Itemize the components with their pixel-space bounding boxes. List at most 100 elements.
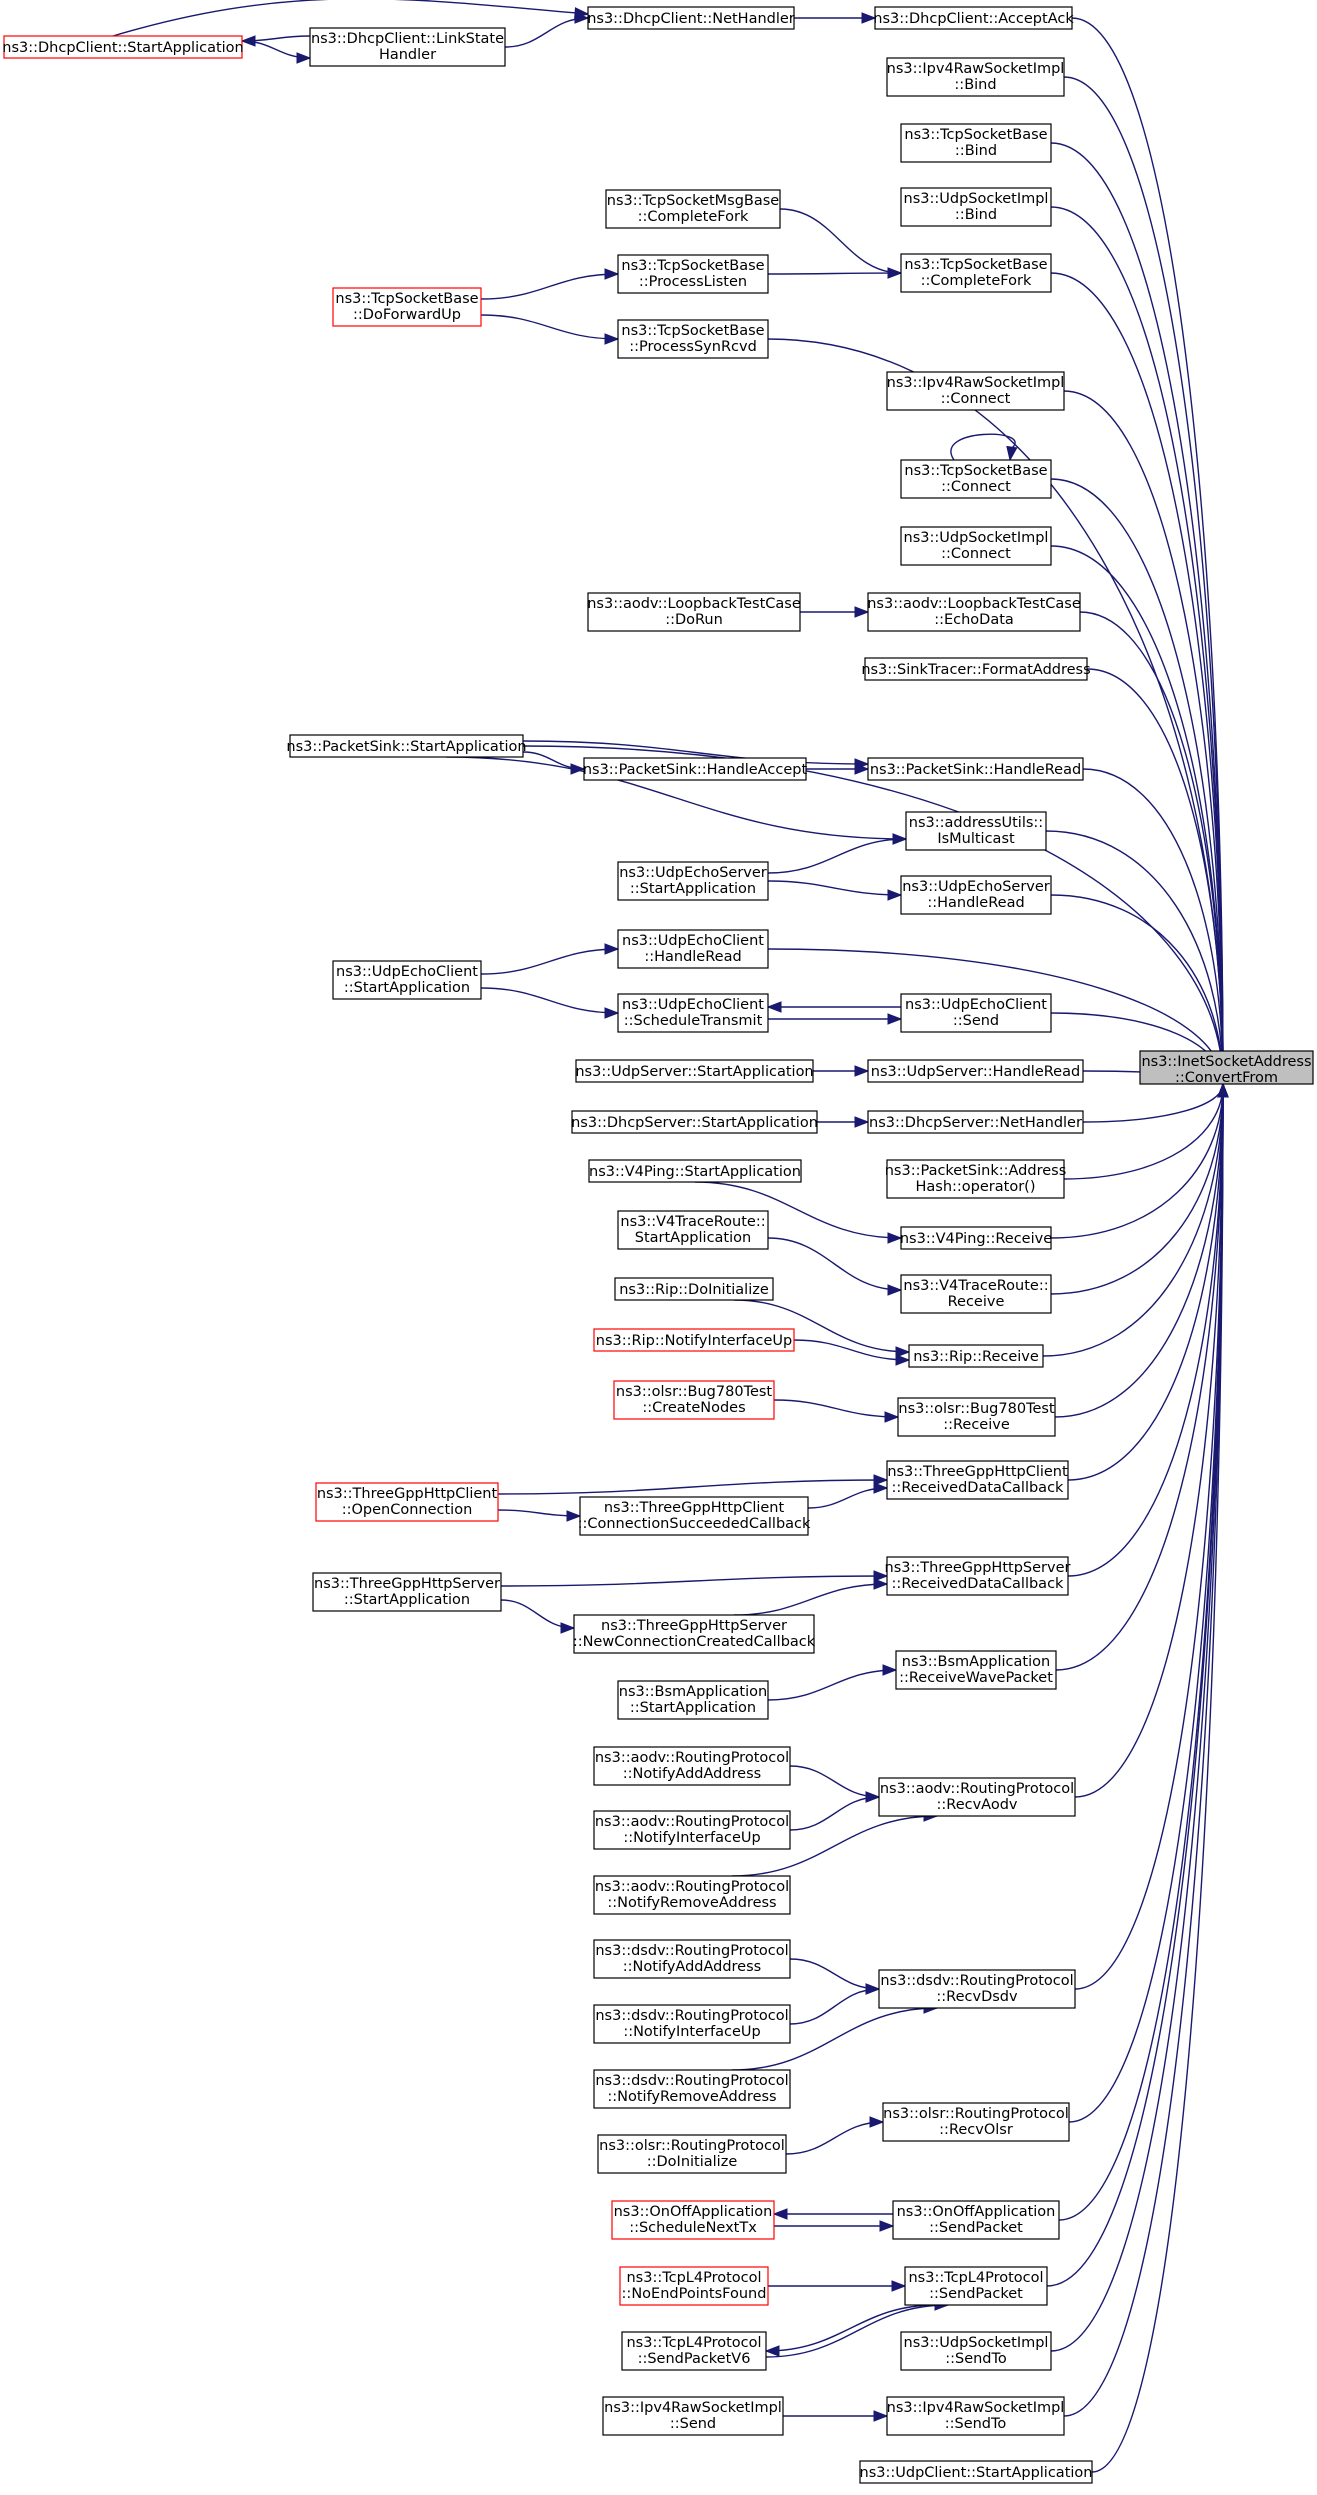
- node-bug780-createnodes[interactable]: ns3::olsr::Bug780Test::CreateNodes: [613, 1380, 775, 1420]
- node-udpechoserver-handleread[interactable]: ns3::UdpEchoServer::HandleRead: [900, 875, 1052, 915]
- edge-olsr-recvolsr-to-root: [1068, 1082, 1229, 2123]
- node-addressutils-ismulticast-label: IsMulticast: [937, 831, 1015, 847]
- node-bsm-startapp[interactable]: ns3::BsmApplication::StartApplication: [617, 1680, 769, 1720]
- node-bug780-receive[interactable]: ns3::olsr::Bug780Test::Receive: [897, 1397, 1056, 1437]
- node-rip-notifyinterfaceup-label: ns3::Rip::NotifyInterfaceUp: [596, 1333, 792, 1349]
- node-ipv4raw-bind[interactable]: ns3::Ipv4RawSocketImpl::Bind: [886, 57, 1065, 97]
- node-udpechoserver-handleread-box: [900, 875, 1052, 915]
- node-ipv4raw-connect[interactable]: ns3::Ipv4RawSocketImpl::Connect: [886, 371, 1065, 411]
- node-udpechoclient-handleread-label: ns3::UdpEchoClient: [622, 933, 764, 949]
- node-dhcp-acceptack[interactable]: ns3::DhcpClient::AcceptAck: [873, 6, 1074, 30]
- node-aodv-notifyaddaddress[interactable]: ns3::aodv::RoutingProtocol::NotifyAddAdd…: [593, 1746, 791, 1786]
- node-onoff-sendpacket[interactable]: ns3::OnOffApplication::SendPacket: [892, 2200, 1060, 2240]
- node-udpechoclient-handleread[interactable]: ns3::UdpEchoClient::HandleRead: [617, 929, 769, 969]
- node-sinktracer-format-label: ns3::SinkTracer::FormatAddress: [861, 662, 1090, 678]
- node-tcpbase-processsynrcvd[interactable]: ns3::TcpSocketBase::ProcessSynRcvd: [617, 319, 769, 359]
- node-udpechoclient-startapp[interactable]: ns3::UdpEchoClient::StartApplication: [332, 960, 482, 1000]
- node-bsm-receivewave[interactable]: ns3::BsmApplication::ReceiveWavePacket: [895, 1650, 1057, 1690]
- node-aodv-loopback-echodata[interactable]: ns3::aodv::LoopbackTestCase::EchoData: [867, 592, 1081, 632]
- node-dsdv-recvdsdv[interactable]: ns3::dsdv::RoutingProtocol::RecvDsdv: [878, 1969, 1076, 2009]
- node-v4ping-receive[interactable]: ns3::V4Ping::Receive: [900, 1226, 1052, 1250]
- node-dsdv-notifyremoveaddress-label: ns3::dsdv::RoutingProtocol: [595, 2073, 788, 2089]
- node-udpserver-handleread[interactable]: ns3::UdpServer::HandleRead: [867, 1059, 1084, 1083]
- edge-dsdv-recvdsdv-to-root-line: [1074, 1083, 1224, 1990]
- node-v4ping-startapp[interactable]: ns3::V4Ping::StartApplication: [588, 1159, 802, 1183]
- node-aodv-loopback-dorun[interactable]: ns3::aodv::LoopbackTestCase::DoRun: [587, 592, 801, 632]
- edge-tcpl4-sendpacket-to-tcpl4-sendpacketv6-line: [765, 2304, 937, 2352]
- node-httpserver-startapp-label: ::StartApplication: [344, 1592, 470, 1608]
- node-dhcp-nethandler[interactable]: ns3::DhcpClient::NetHandler: [587, 6, 795, 30]
- edge-udpserver-startapp-to-udpserver-handleread: [813, 1065, 870, 1077]
- node-udpsock-connect[interactable]: ns3::UdpSocketImpl::Connect: [900, 526, 1052, 566]
- node-addressutils-ismulticast[interactable]: ns3::addressUtils::IsMulticast: [905, 811, 1047, 851]
- node-dhcpserver-startapp[interactable]: ns3::DhcpServer::StartApplication: [571, 1110, 818, 1134]
- node-udpclient-startapp[interactable]: ns3::UdpClient::StartApplication: [859, 2460, 1093, 2484]
- node-tcpbase-processlisten[interactable]: ns3::TcpSocketBase::ProcessListen: [617, 254, 769, 294]
- node-udpclient-startapp-box: [859, 2460, 1093, 2484]
- edge-udpechoclient-schedule-to-udpechoclient-send-arrowhead: [887, 1013, 903, 1025]
- node-dsdv-notifyinterfaceup[interactable]: ns3::dsdv::RoutingProtocol::NotifyInterf…: [593, 2004, 791, 2044]
- node-udpechoclient-send[interactable]: ns3::UdpEchoClient::Send: [900, 993, 1052, 1033]
- node-udpechoclient-schedule[interactable]: ns3::UdpEchoClient::ScheduleTransmit: [617, 993, 769, 1033]
- node-udpechoserver-handleread-label: ns3::UdpEchoServer: [902, 879, 1050, 895]
- node-packetsink-handleaccept[interactable]: ns3::PacketSink::HandleAccept: [583, 757, 808, 781]
- node-onoff-schedulenexttx[interactable]: ns3::OnOffApplication::ScheduleNextTx: [611, 2200, 775, 2240]
- node-udpechoclient-handleread-label: ::HandleRead: [644, 949, 741, 965]
- node-sinktracer-format[interactable]: ns3::SinkTracer::FormatAddress: [861, 657, 1091, 681]
- node-root[interactable]: ns3::InetSocketAddress::ConvertFrom: [1139, 1050, 1314, 1086]
- node-tcpl4-sendpacket[interactable]: ns3::TcpL4Protocol::SendPacket: [904, 2266, 1048, 2306]
- node-tcpmsg-completefork[interactable]: ns3::TcpSocketMsgBase::CompleteFork: [605, 189, 781, 229]
- node-dhcpserver-nethandler[interactable]: ns3::DhcpServer::NetHandler: [867, 1110, 1084, 1134]
- node-tcpbase-doforwardup[interactable]: ns3::TcpSocketBase::DoForwardUp: [332, 287, 482, 327]
- node-tcpl4-sendpacketv6-label: ::SendPacketV6: [638, 2351, 751, 2367]
- node-httpserver-newconn[interactable]: ns3::ThreeGppHttpServer::NewConnectionCr…: [573, 1614, 816, 1654]
- node-v4traceroute-receive[interactable]: ns3::V4TraceRoute::Receive: [900, 1274, 1052, 1314]
- node-tcpbase-completefork[interactable]: ns3::TcpSocketBase::CompleteFork: [900, 253, 1052, 293]
- node-udpsock-sendto[interactable]: ns3::UdpSocketImpl::SendTo: [900, 2331, 1052, 2371]
- node-dsdv-notifyremoveaddress[interactable]: ns3::dsdv::RoutingProtocol::NotifyRemove…: [593, 2069, 791, 2109]
- node-rip-notifyinterfaceup[interactable]: ns3::Rip::NotifyInterfaceUp: [593, 1328, 795, 1352]
- node-tcpl4-noendpoints[interactable]: ns3::TcpL4Protocol::NoEndPointsFound: [619, 2266, 769, 2306]
- edge-tcpbase-processsynrcvd-to-root-line: [767, 338, 1224, 1085]
- node-httpclient-connsucceeded[interactable]: ns3::ThreeGppHttpClient::ConnectionSucce…: [578, 1496, 811, 1536]
- node-packetsink-handleaccept-label: ns3::PacketSink::HandleAccept: [583, 762, 808, 778]
- node-aodv-recvaodv[interactable]: ns3::aodv::RoutingProtocol::RecvAodv: [878, 1777, 1076, 1817]
- node-v4traceroute-startapp[interactable]: ns3::V4TraceRoute::StartApplication: [617, 1210, 769, 1250]
- edge-dhcp-startapp-to-dhcp-nethandler: [112, 0, 590, 37]
- node-ipv4raw-send[interactable]: ns3::Ipv4RawSocketImpl::Send: [602, 2396, 784, 2436]
- node-ipv4raw-sendto[interactable]: ns3::Ipv4RawSocketImpl::SendTo: [886, 2396, 1065, 2436]
- node-olsr-doinitialize[interactable]: ns3::olsr::RoutingProtocol::DoInitialize: [597, 2134, 787, 2174]
- node-dsdv-notifyaddaddress[interactable]: ns3::dsdv::RoutingProtocol::NotifyAddAdd…: [593, 1939, 791, 1979]
- node-httpclient-openconnection[interactable]: ns3::ThreeGppHttpClient::OpenConnection: [315, 1482, 499, 1522]
- node-udpserver-startapp[interactable]: ns3::UdpServer::StartApplication: [575, 1059, 814, 1083]
- node-packetsink-handleread[interactable]: ns3::PacketSink::HandleRead: [867, 757, 1084, 781]
- node-packetsink-startapp[interactable]: ns3::PacketSink::StartApplication: [286, 734, 527, 758]
- node-aodv-notifyinterfaceup[interactable]: ns3::aodv::RoutingProtocol::NotifyInterf…: [593, 1810, 791, 1850]
- node-httpserver-startapp[interactable]: ns3::ThreeGppHttpServer::StartApplicatio…: [312, 1572, 502, 1612]
- node-root-box: [1139, 1050, 1314, 1085]
- node-tcpbase-doforwardup-label: ::DoForwardUp: [353, 307, 461, 323]
- node-tcpbase-processlisten-label: ::ProcessListen: [639, 274, 747, 290]
- edge-udpsock-sendto-to-root-line: [1050, 1083, 1224, 2352]
- node-httpclient-received[interactable]: ns3::ThreeGppHttpClient::ReceivedDataCal…: [886, 1460, 1069, 1500]
- node-tcpbase-bind[interactable]: ns3::TcpSocketBase::Bind: [900, 123, 1052, 163]
- node-udpechoserver-handleread-label: ::HandleRead: [927, 895, 1024, 911]
- node-httpclient-connsucceeded-box: [579, 1496, 809, 1536]
- edge-tcpbase-connect-to-tcpbase-connect-line: [950, 433, 1016, 461]
- node-udpsock-bind[interactable]: ns3::UdpSocketImpl::Bind: [900, 187, 1052, 227]
- node-udpechoserver-startapp[interactable]: ns3::UdpEchoServer::StartApplication: [617, 861, 769, 901]
- node-tcpl4-sendpacketv6[interactable]: ns3::TcpL4Protocol::SendPacketV6: [621, 2331, 767, 2371]
- node-aodv-notifyremoveaddress[interactable]: ns3::aodv::RoutingProtocol::NotifyRemove…: [593, 1875, 791, 1915]
- node-aodv-notifyaddaddress-box: [593, 1746, 791, 1786]
- edge-aodv-loopback-dorun-to-aodv-loopback-echodata: [800, 606, 870, 618]
- edge-aodv-notifyinterfaceup-to-aodv-recvaodv-arrowhead: [865, 1791, 881, 1803]
- node-dhcp-startapp[interactable]: ns3::DhcpClient::StartApplication: [2, 35, 244, 59]
- node-httpserver-received[interactable]: ns3::ThreeGppHttpServer::ReceivedDataCal…: [885, 1556, 1071, 1596]
- node-olsr-recvolsr[interactable]: ns3::olsr::RoutingProtocol::RecvOlsr: [882, 2102, 1070, 2142]
- node-tcpmsg-completefork-box: [605, 189, 781, 229]
- node-rip-doinitialize[interactable]: ns3::Rip::DoInitialize: [614, 1277, 774, 1301]
- node-tcpbase-connect[interactable]: ns3::TcpSocketBase::Connect: [900, 459, 1052, 499]
- node-rip-receive[interactable]: ns3::Rip::Receive: [908, 1344, 1044, 1368]
